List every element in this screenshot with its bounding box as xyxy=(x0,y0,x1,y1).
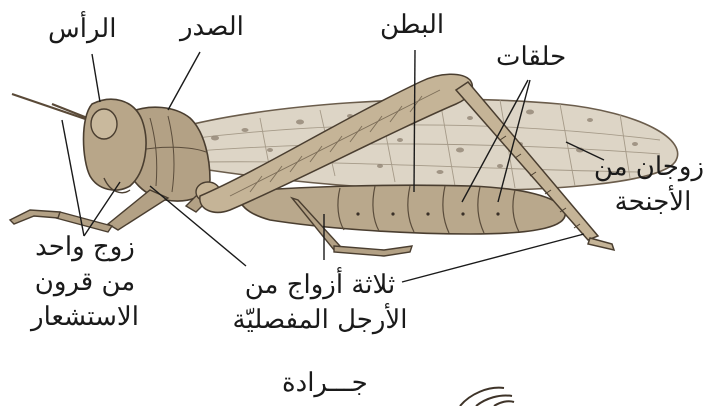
label-antennae-line3: الاستشعار xyxy=(10,300,160,335)
label-head: الرأس xyxy=(48,12,116,47)
label-legs: ثلاثة أزواج من الأرجل المفصليّة xyxy=(232,268,408,338)
label-legs-line2: الأرجل المفصليّة xyxy=(232,303,408,338)
legs-leader-3 xyxy=(402,234,584,282)
label-thorax: الصدر xyxy=(180,10,244,45)
label-wings-line1: زوجان من xyxy=(602,150,704,185)
head xyxy=(84,99,147,190)
thorax-leader xyxy=(168,52,200,110)
label-wings: زوجان من الأجنحة xyxy=(602,150,704,220)
caption: جـــرادة xyxy=(282,366,368,401)
label-segments: حلقات xyxy=(496,40,566,75)
abdomen-leader xyxy=(414,50,415,192)
partial-next-illustration xyxy=(460,388,514,406)
label-wings-line2: الأجنحة xyxy=(602,185,704,220)
label-legs-line1: ثلاثة أزواج من xyxy=(232,268,408,303)
label-antennae-line2: من قرون xyxy=(10,265,160,300)
label-antennae-line1: زوج واحد xyxy=(10,230,160,265)
head-leader xyxy=(92,54,100,102)
label-antennae: زوج واحد من قرون الاستشعار xyxy=(10,230,160,335)
front-leg xyxy=(10,190,168,232)
label-abdomen: البطن xyxy=(380,8,444,43)
eye xyxy=(91,109,117,139)
